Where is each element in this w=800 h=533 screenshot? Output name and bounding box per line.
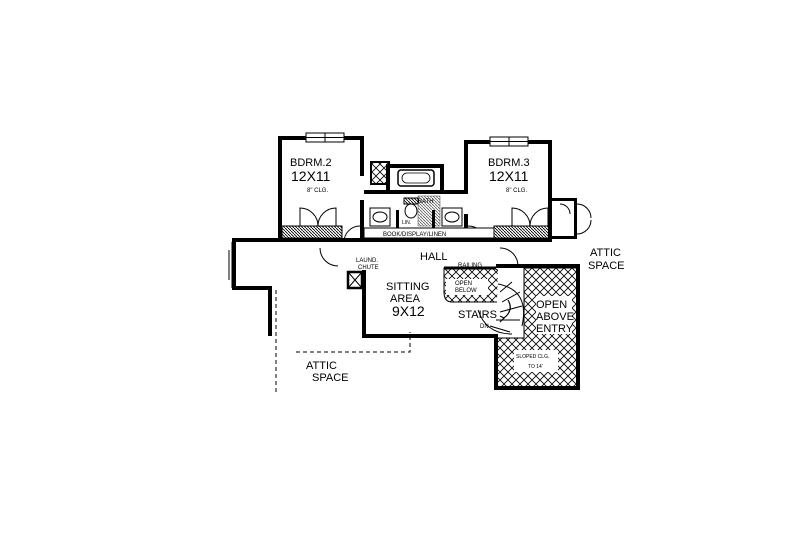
sink-icon	[369, 207, 391, 227]
sitting-area-size: 9X12	[392, 303, 425, 319]
attic-right-line1: ATTIC	[590, 247, 621, 259]
open-below: RAILING OPEN BELOW	[443, 263, 503, 303]
closet-shelf	[281, 225, 343, 239]
stairs-direction: DN	[480, 324, 489, 330]
sitting-area-line2: AREA	[390, 293, 421, 305]
bedroom-3-name: BDRM.3	[488, 157, 530, 169]
bedroom-3-ceiling: 8" CLG.	[506, 188, 527, 194]
door-swing-icon	[319, 247, 519, 267]
door-swing-icon	[299, 207, 337, 227]
open-above-entry-line1: OPEN	[536, 299, 567, 311]
closet-shelf	[493, 225, 551, 239]
attic-left-line1: ATTIC	[306, 360, 337, 372]
bedroom-2-name: BDRM.2	[290, 157, 332, 169]
open-above-entry-note2: TO 14'	[528, 364, 543, 370]
attic-left-line2: SPACE	[312, 372, 348, 384]
left-wing-outline	[228, 238, 411, 395]
open-below-line1: OPEN	[455, 281, 472, 287]
door-swing-icon	[343, 225, 361, 243]
door-swing-icon	[511, 207, 549, 227]
bathtub-icon	[397, 169, 435, 187]
laundry-chute-line1: LAUND.	[356, 258, 378, 264]
window-icon	[305, 132, 345, 143]
open-above-entry-note1: SLOPED CLG.	[516, 354, 549, 360]
laundry-chute-line2: CHUTE	[358, 265, 379, 271]
hall-label: HALL	[420, 251, 448, 263]
book-display-linen-label: BOOK/DISPLAY/LINEN	[383, 232, 446, 238]
bath: BATH LIN.	[364, 164, 464, 228]
toilet-icon	[403, 197, 419, 219]
sitting-area-line1: SITTING	[386, 281, 429, 293]
bath-label: BATH	[418, 199, 434, 205]
railing-label: RAILING	[458, 263, 482, 269]
sitting-area: SITTING AREA 9X12	[362, 270, 498, 338]
open-below-line2: BELOW	[455, 288, 477, 294]
stairs-label: STAIRS	[458, 309, 497, 321]
bedroom-2-ceiling: 8" CLG.	[307, 188, 328, 194]
bedroom-2: BDRM.2 12X11 8" CLG.	[278, 132, 390, 243]
open-above-entry: OPEN ABOVE ENTRY SLOPED CLG. TO 14'	[494, 264, 580, 390]
bedroom-3: BDRM.3 12X11 8" CLG.	[464, 136, 592, 243]
hall: BOOK/DISPLAY/LINEN HALL	[319, 227, 552, 267]
sink-icon	[441, 207, 463, 227]
attic-right-line2: SPACE	[588, 260, 624, 272]
attic-access	[552, 198, 592, 239]
open-above-entry-line2: ABOVE	[536, 311, 574, 323]
bedroom-2-size: 12X11	[291, 168, 331, 184]
bedroom-3-size: 12X11	[489, 168, 529, 184]
linen-closet-label: LIN.	[402, 220, 411, 226]
window-icon	[489, 136, 529, 147]
open-above-entry-line3: ENTRY	[536, 323, 574, 335]
spiral-stair-icon: STAIRS DN	[458, 268, 524, 336]
book-display-linen	[363, 227, 495, 239]
